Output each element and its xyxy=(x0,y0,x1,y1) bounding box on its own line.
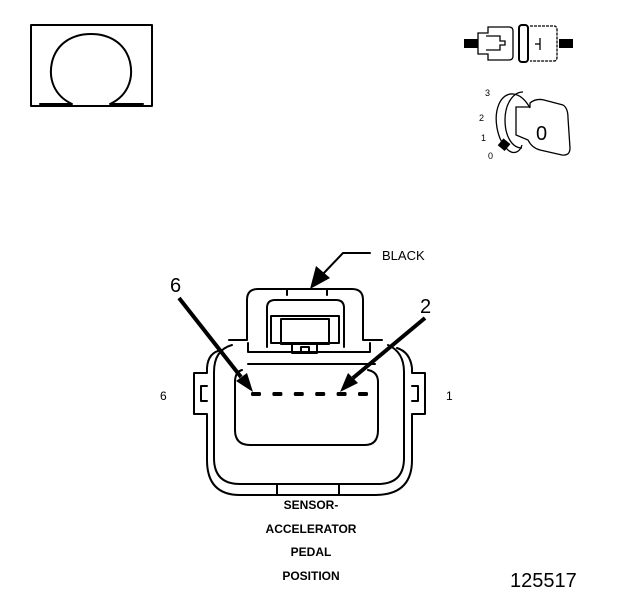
pin-cavity-1 xyxy=(358,392,368,396)
svg-text:ACCELERATOR: ACCELERATOR xyxy=(266,522,357,536)
svg-text:2: 2 xyxy=(420,296,431,318)
connector-color-label: BLACK xyxy=(382,248,425,263)
pin-cavity-2 xyxy=(336,392,347,396)
pin-end-label-left: 6 xyxy=(160,389,167,403)
pin-cavity-4 xyxy=(293,392,304,396)
svg-text:0: 0 xyxy=(536,123,547,145)
ignition-switch-icon: 3 2 1 0 0 xyxy=(479,88,571,161)
svg-text:1: 1 xyxy=(481,133,486,143)
svg-text:SENSOR-: SENSOR- xyxy=(284,498,339,512)
color-callout: BLACK xyxy=(310,248,425,289)
svg-text:3: 3 xyxy=(485,88,490,98)
svg-text:2: 2 xyxy=(479,113,484,123)
pin-6-callout: 6 xyxy=(170,275,253,392)
connector-face xyxy=(193,288,426,496)
svg-text:PEDAL: PEDAL xyxy=(291,545,332,559)
svg-text:6: 6 xyxy=(170,275,181,297)
pin-cavity-5 xyxy=(272,392,283,396)
pin-2-callout: 2 xyxy=(340,296,431,392)
svg-text:0: 0 xyxy=(488,151,493,161)
caption: SENSOR- ACCELERATOR PEDAL POSITION xyxy=(266,498,357,583)
pin-cavity-6 xyxy=(251,392,261,396)
ohmmeter-icon xyxy=(30,24,153,107)
svg-text:POSITION: POSITION xyxy=(282,569,339,583)
disconnect-connector-icon xyxy=(464,24,573,63)
pin-cavity-3 xyxy=(315,392,326,396)
pin-end-label-right: 1 xyxy=(446,389,453,403)
figure-number: 125517 xyxy=(510,570,577,592)
